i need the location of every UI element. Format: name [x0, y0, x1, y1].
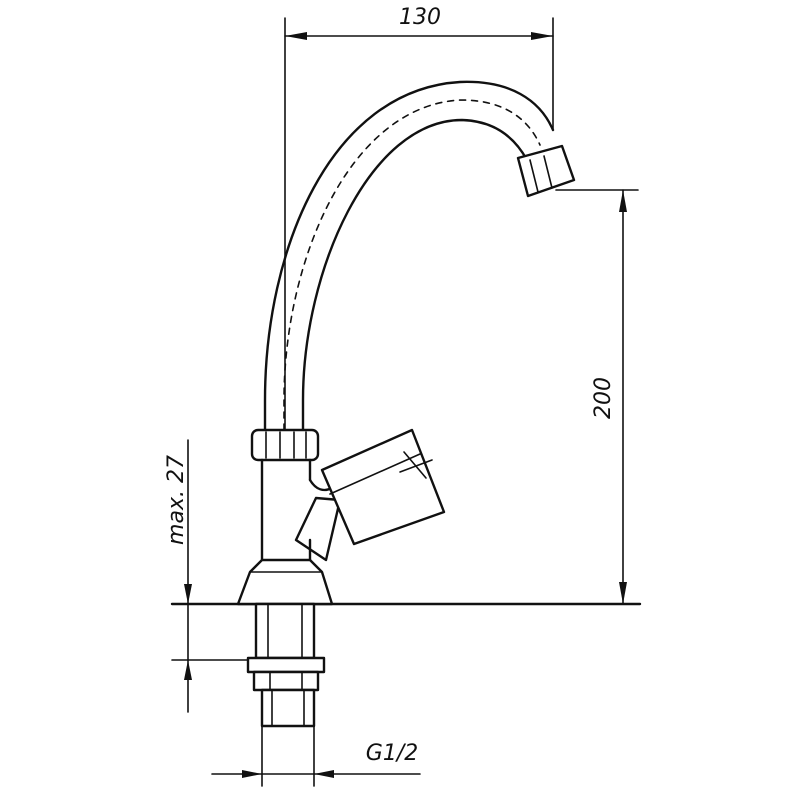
thread-label: G1/2 [366, 741, 418, 766]
dimension-height: 200 [555, 189, 639, 605]
spout-outer-edge [263, 80, 555, 434]
handle-facet-line [329, 453, 421, 495]
dimension-thread: G1/2 [211, 699, 421, 787]
spout-centerline [283, 99, 541, 431]
arrowhead-thread-left [242, 770, 262, 778]
arrowhead-lower [184, 660, 192, 680]
dimension-thickness: max. 27 [164, 439, 251, 713]
arrowhead-right [531, 32, 553, 40]
valve-housing [294, 496, 342, 562]
shank-upper [254, 602, 316, 660]
collar-nut [250, 428, 320, 462]
width-label: 130 [399, 5, 441, 30]
aerator-nozzle [516, 144, 576, 198]
lock-nut-washer [246, 656, 326, 674]
mounting-shank [246, 602, 326, 728]
handle-knob[interactable] [320, 428, 446, 546]
arrowhead-upper [184, 584, 192, 604]
lock-nut [252, 670, 320, 692]
spout [263, 80, 576, 434]
base-flange [236, 558, 334, 606]
dimension-width: 130 [284, 5, 554, 431]
arrowhead-left [285, 32, 307, 40]
height-label: 200 [591, 377, 616, 419]
spout-inner-edge [301, 118, 529, 434]
arrowhead-bottom [619, 582, 627, 604]
handle-cross-line-2 [399, 459, 433, 473]
aerator-ring-2 [543, 155, 553, 189]
threaded-end [260, 688, 316, 728]
aerator-ring-1 [529, 159, 539, 193]
faucet-body [236, 428, 342, 606]
handle-cross-line-1 [403, 451, 427, 479]
arrowhead-thread-right [314, 770, 334, 778]
arrowhead-top [619, 190, 627, 212]
thickness-label: max. 27 [164, 455, 189, 545]
handle-body[interactable] [320, 428, 446, 546]
